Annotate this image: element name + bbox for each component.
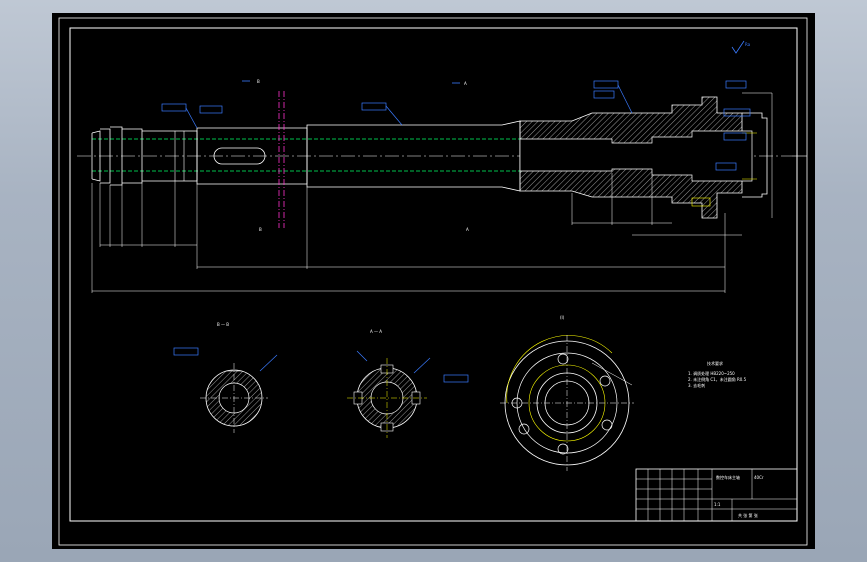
spindle-bore (519, 130, 753, 182)
svg-text:1:1: 1:1 (714, 502, 721, 507)
inner-frame (69, 27, 798, 522)
svg-text:技术要求: 技术要求 (707, 360, 723, 366)
roughness-symbol: Ra (731, 40, 751, 54)
shaft-main-view: B B A A (77, 79, 807, 293)
outer-frame (58, 17, 808, 546)
svg-text:(I): (I) (560, 315, 565, 320)
svg-text:Ra: Ra (745, 42, 751, 47)
svg-text:数控车床主轴: 数控车床主轴 (716, 474, 740, 480)
svg-text:A: A (466, 227, 469, 232)
technical-requirements: 技术要求 1. 调质处理 HB220~250 2. 未注倒角 C1，未注圆角 R… (688, 360, 747, 388)
title-block: 数控车床主轴 40Cr 1:1 共 张 第 张 (635, 468, 798, 522)
keyway-slot (213, 147, 266, 165)
svg-text:共 张 第 张: 共 张 第 张 (738, 512, 758, 518)
svg-text:B: B (257, 79, 260, 84)
section-a-view: A — A (347, 329, 469, 438)
drawing-canvas: Ra B B A A (58, 17, 808, 546)
svg-text:3. 去毛刺: 3. 去毛刺 (688, 382, 705, 388)
svg-text:A — A: A — A (370, 329, 382, 334)
flange-end-view: (I) (500, 315, 634, 471)
svg-text:B: B (259, 227, 262, 232)
svg-text:2. 未注倒角 C1，未注圆角 R0.5: 2. 未注倒角 C1，未注圆角 R0.5 (688, 376, 747, 382)
cad-viewport[interactable]: Ra B B A A (52, 13, 815, 549)
svg-text:B — B: B — B (217, 322, 229, 327)
svg-text:40Cr: 40Cr (754, 475, 764, 480)
svg-text:1. 调质处理 HB220~250: 1. 调质处理 HB220~250 (688, 370, 735, 376)
section-b-view: B — B (173, 322, 278, 433)
svg-text:A: A (464, 81, 467, 86)
